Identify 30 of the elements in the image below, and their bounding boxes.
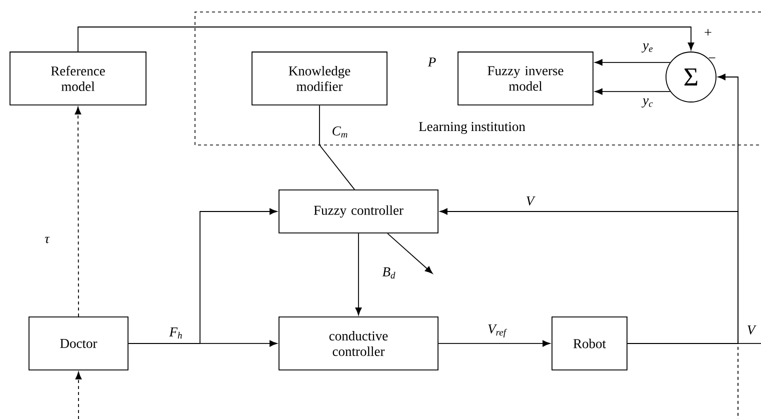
edge-label: y$_{e}$ bbox=[642, 43, 653, 53]
edge-label: F$_{h}$ bbox=[169, 327, 182, 338]
edge-label: V$_{ref}$ bbox=[488, 324, 508, 338]
edge-label: y$_{c}$ bbox=[642, 98, 653, 108]
edge-label: B$_{d}$ bbox=[382, 267, 396, 279]
process-box: Knowledge modifier bbox=[252, 52, 388, 106]
edge-label: C$_{m}$ bbox=[332, 126, 348, 138]
arrow bbox=[74, 106, 82, 317]
signal-label: P bbox=[428, 58, 436, 66]
arrow bbox=[594, 59, 671, 66]
edge-label: V bbox=[748, 325, 756, 334]
process-box: Fuzzy controller bbox=[278, 190, 438, 234]
connector-line bbox=[319, 105, 355, 190]
process-box: Reference model bbox=[10, 52, 146, 106]
connector-line bbox=[627, 343, 738, 419]
arrow bbox=[594, 88, 671, 95]
process-box: Fuzzy inverse model bbox=[458, 52, 594, 106]
process-box: Doctor bbox=[28, 316, 128, 370]
edge-label: V bbox=[526, 196, 536, 206]
signal-label: − bbox=[708, 57, 716, 58]
arrow bbox=[438, 340, 550, 347]
process-box: conductive controller bbox=[278, 316, 438, 370]
signal-label: + bbox=[704, 29, 712, 36]
process-box: Robot bbox=[552, 316, 628, 370]
arrow bbox=[355, 232, 362, 316]
arrow bbox=[78, 26, 694, 52]
arrow bbox=[387, 232, 433, 274]
edge-label: τ bbox=[44, 236, 50, 244]
arrow bbox=[75, 372, 82, 419]
arrow bbox=[128, 208, 278, 344]
